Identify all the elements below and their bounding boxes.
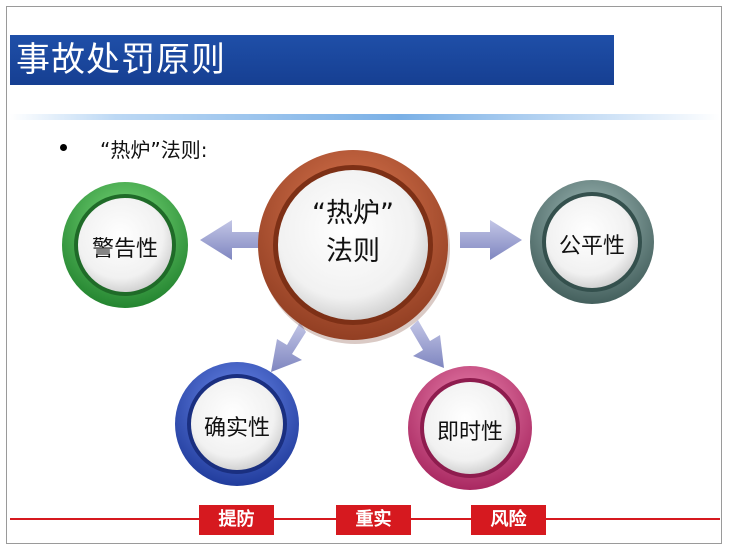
arrow-to-certainty — [271, 322, 306, 372]
title-underline — [10, 114, 720, 120]
center-node — [258, 150, 450, 344]
bullet-text: “热炉”法则: — [100, 138, 208, 162]
center-label: “热炉” 法则 — [283, 195, 423, 271]
node-immediacy-label: 即时性 — [436, 420, 503, 445]
footer-tag-emphasis: 重实 — [336, 505, 411, 535]
footer-tag-prevention: 提防 — [199, 505, 274, 535]
node-warning-label: 警告性 — [91, 237, 158, 262]
node-warning — [62, 182, 188, 308]
node-fairness-label: 公平性 — [558, 234, 625, 259]
arrow-to-immediacy — [410, 320, 444, 368]
node-immediacy — [408, 366, 532, 490]
center-label-line1: “热炉” — [312, 198, 394, 229]
node-certainty-label: 确实性 — [203, 416, 270, 441]
arrow-to-warning — [200, 220, 262, 260]
center-label-line2: 法则 — [326, 236, 380, 267]
node-certainty — [175, 362, 299, 486]
slide-title: 事故处罚原则 — [10, 35, 614, 85]
bullet-dot — [60, 144, 67, 151]
node-fairness — [530, 180, 654, 304]
arrow-to-fairness — [460, 220, 522, 260]
slide-frame — [6, 6, 722, 544]
footer-tag-risk: 风险 — [471, 505, 546, 535]
